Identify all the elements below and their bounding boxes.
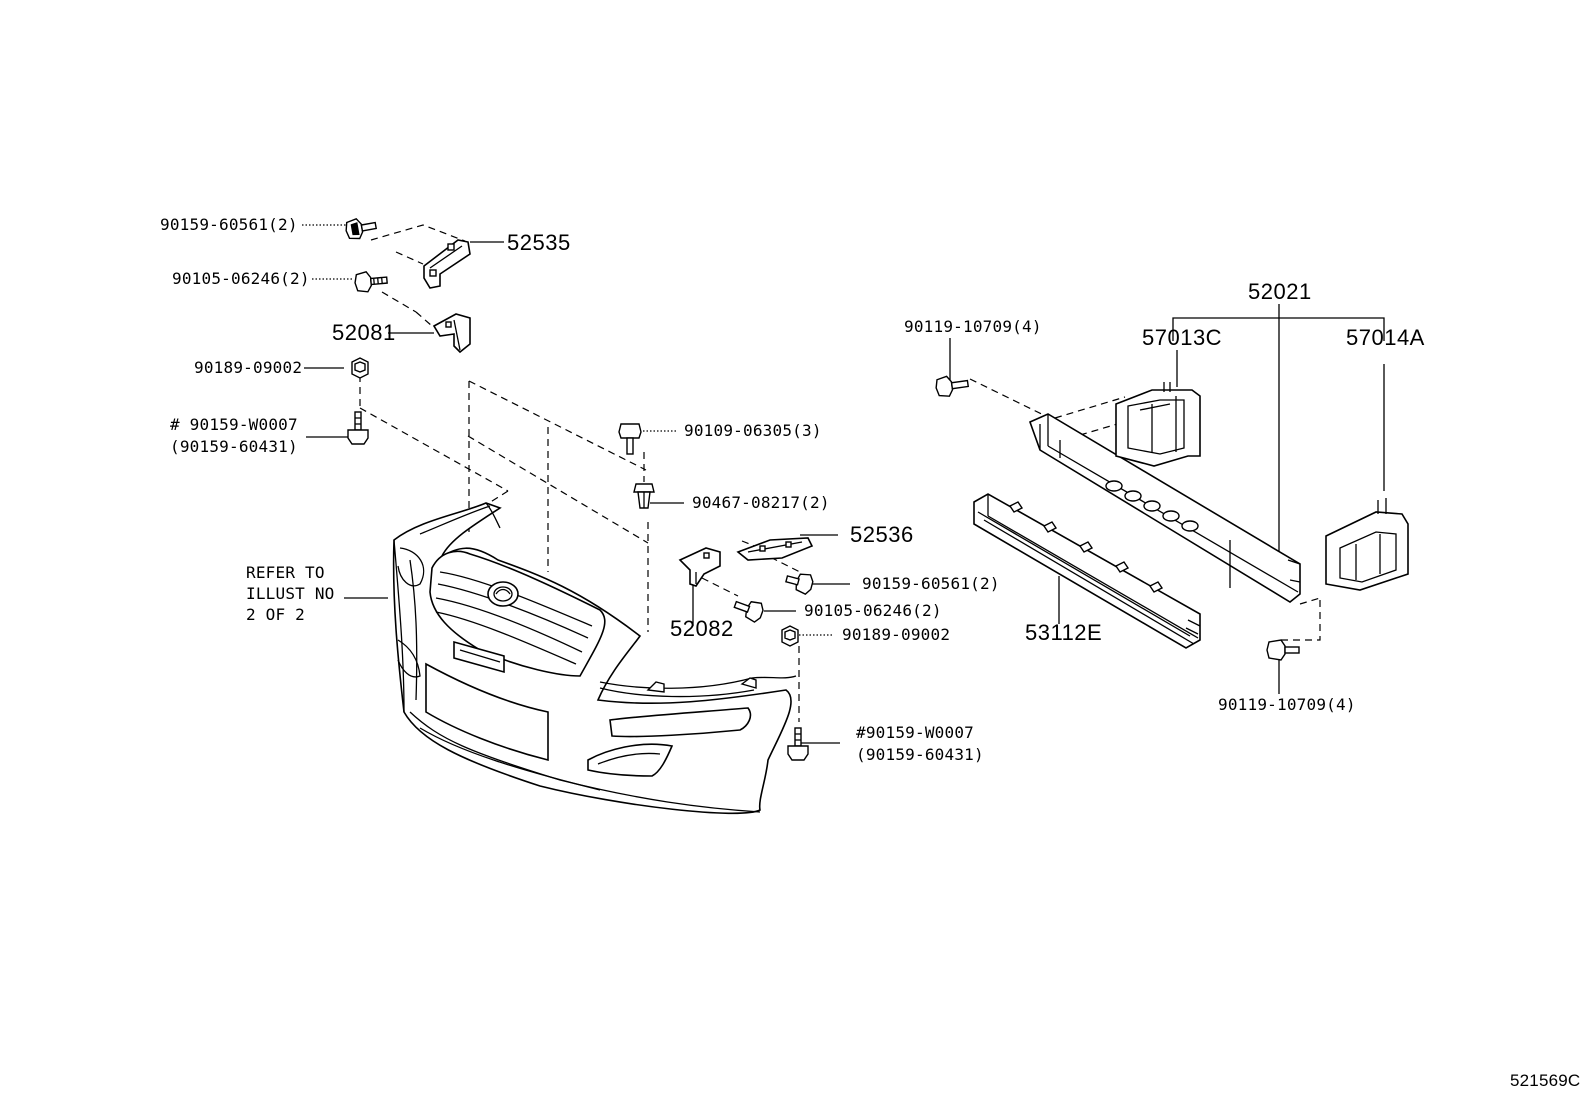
callout-90159-w0007-right[interactable]: #90159-W0007	[856, 723, 974, 742]
callout-57014A[interactable]: 57014A	[1346, 325, 1425, 350]
energy-absorber-53112E	[973, 493, 1201, 649]
bracket-52081	[432, 313, 471, 354]
bolt-icon	[618, 423, 642, 455]
callout-53112E[interactable]: 53112E	[1025, 620, 1103, 645]
callout-52081[interactable]: 52081	[332, 320, 396, 345]
bolt-icon	[935, 375, 970, 397]
callout-90119-10709-top[interactable]: 90119-10709(4)	[904, 317, 1042, 336]
bolt-icon	[1266, 639, 1300, 661]
bolt-icon	[347, 411, 369, 445]
nut-icon	[781, 625, 799, 647]
retainer-bracket-52536	[736, 537, 814, 561]
clip-icon	[633, 483, 655, 509]
callout-52536[interactable]: 52536	[850, 522, 914, 547]
callout-90159-60431-left[interactable]: (90159-60431)	[170, 437, 298, 456]
front-bumper-cover	[392, 502, 797, 815]
callout-90189-09002-right[interactable]: 90189-09002	[842, 625, 951, 644]
callout-90159-60561-top[interactable]: 90159-60561(2)	[160, 215, 298, 234]
bolt-icon	[354, 271, 388, 293]
callout-90159-60431-right[interactable]: (90159-60431)	[856, 745, 984, 764]
callout-52082[interactable]: 52082	[670, 616, 734, 641]
callout-90159-60561-mid[interactable]: 90159-60561(2)	[862, 574, 1000, 593]
callout-57013C[interactable]: 57013C	[1142, 325, 1223, 350]
callout-90105-06246-top[interactable]: 90105-06246(2)	[172, 269, 310, 288]
bolt-icon	[733, 600, 764, 623]
callout-90109-06305[interactable]: 90109-06305(3)	[684, 421, 822, 440]
callout-90189-09002-left[interactable]: 90189-09002	[194, 358, 303, 377]
figure-id: 521569C	[1510, 1071, 1581, 1090]
leader-lines	[302, 224, 1385, 744]
retainer-bracket-52535	[423, 239, 471, 289]
callout-90159-w0007-left[interactable]: # 90159-W0007	[170, 415, 298, 434]
callout-90119-10709-bottom[interactable]: 90119-10709(4)	[1218, 695, 1356, 714]
bracket-52082	[678, 547, 721, 587]
extension-bracket-57013C	[1115, 382, 1201, 467]
refer-to-illustration-note[interactable]: REFER TO ILLUST NO 2 OF 2	[246, 563, 335, 624]
bolt-icon	[787, 727, 809, 761]
bolt-icon	[785, 573, 814, 596]
nut-icon	[351, 357, 369, 379]
extension-bracket-57014A	[1325, 498, 1409, 591]
callout-52021[interactable]: 52021	[1248, 279, 1312, 304]
callout-52535[interactable]: 52535	[507, 230, 571, 255]
callout-90467-08217[interactable]: 90467-08217(2)	[692, 493, 830, 512]
bumper-reinforcement-52021	[1028, 413, 1301, 603]
bolt-icon	[345, 217, 378, 240]
callout-90105-06246-mid[interactable]: 90105-06246(2)	[804, 601, 942, 620]
